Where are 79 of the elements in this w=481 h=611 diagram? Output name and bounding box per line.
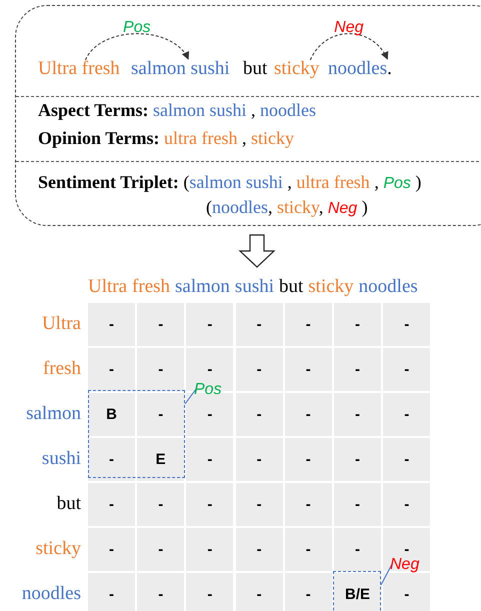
curved-arrow [310,33,388,60]
sentence-word: but [243,58,268,80]
table-cell: - [284,303,332,346]
table-cell: - [284,528,332,571]
down-arrow [238,234,276,268]
column-header: fresh [132,276,170,298]
table-cell: - [334,393,381,436]
table-cell: - [137,348,184,391]
table-cell: - [334,438,381,481]
table-cell: - [383,438,430,481]
table-cell: - [137,528,184,571]
sentence-panel [15,5,481,226]
table-cell: - [236,573,283,611]
opinion-terms-line: Opinion Terms: ultra fresh , sticky [38,128,294,149]
curved-arrow [84,33,189,60]
table-cell: - [88,303,135,346]
column-header: but [279,276,304,298]
table-cell: - [137,303,184,346]
table-cell: - [236,348,283,391]
aspect-word: noodles. [328,58,392,80]
table-cell: - [284,438,332,481]
column-header: noodles [358,276,418,298]
table-cell: - [186,573,234,611]
row-header: salmon [26,403,81,425]
table-cell: - [236,393,283,436]
aspect-terms-line: Aspect Terms: salmon sushi , noodles [38,100,316,121]
table-cell: - [186,528,234,571]
column-header: sushi [234,276,274,298]
table-cell: B/E [334,573,381,611]
table-cell: - [383,303,430,346]
row-header: Ultra [42,313,81,335]
column-header: salmon [175,276,230,298]
leader-line [184,388,196,404]
edge-label: Neg [334,19,364,37]
table-cell: - [137,573,184,611]
table-cell: - [88,528,135,571]
table-cell: - [236,303,283,346]
opinion-word: sticky [274,58,320,80]
table-cell: - [334,483,381,526]
opinion-word: Ultra fresh [38,58,120,80]
table-cell: - [186,303,234,346]
column-header: Ultra [88,276,128,298]
sentiment-triplet-line: Sentiment Triplet: (salmon sushi , ultra fresh , Pos ) [38,172,422,193]
aspect-word: salmon sushi [131,58,230,80]
table-cell: E [137,438,184,481]
table-cell: - [236,438,283,481]
sentiment-triplet-line: (noodles, sticky, Neg ) [206,197,368,218]
table-cell: - [88,438,135,481]
row-header: noodles [22,583,81,605]
table-cell: - [284,483,332,526]
table-cell: - [383,393,430,436]
table-cell: - [186,438,234,481]
sentiment-label: Neg [390,556,420,574]
row-header: sticky [36,538,81,560]
leader-line [380,564,392,586]
column-header: sticky [308,276,354,298]
table-cell: - [88,348,135,391]
table-cell: B [88,393,135,436]
table-cell: - [284,393,332,436]
table-cell: - [284,348,332,391]
table-cell: - [137,483,184,526]
table-cell: - [88,573,135,611]
table-cell: - [236,528,283,571]
table-cell: - [383,348,430,391]
table-cell: - [284,573,332,611]
table-cell: - [383,483,430,526]
row-header: but [56,493,81,515]
table-cell: - [186,393,234,436]
table-cell: - [88,483,135,526]
table-cell: - [334,348,381,391]
table-cell: - [383,573,430,611]
edge-label: Pos [123,19,151,37]
table-cell: - [236,483,283,526]
table-cell: - [137,393,184,436]
table-cell: - [334,303,381,346]
row-header: fresh [43,358,81,380]
table-cell: - [186,483,234,526]
row-header: sushi [42,448,81,470]
table-cell: - [334,528,381,571]
